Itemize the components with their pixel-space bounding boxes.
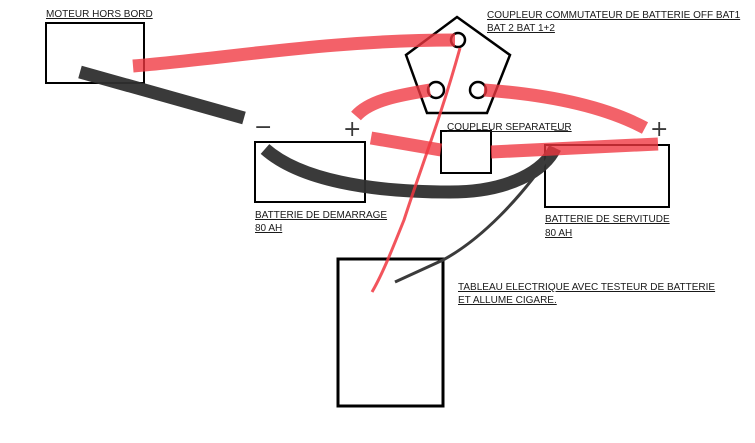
panel-label-line1: TABLEAU ELECTRIQUE AVEC TESTEUR DE BATTE… <box>458 282 715 293</box>
outboard-motor-box <box>45 22 145 84</box>
service-battery-label-line1: BATTERIE DE SERVITUDE <box>545 214 670 225</box>
panel-positive-wire <box>370 47 462 293</box>
separator-to-service-wire <box>490 137 659 159</box>
motor-positive-wire <box>132 33 456 73</box>
battery-switch-label-line1: COUPLEUR COMMUTATEUR DE BATTERIE OFF BAT… <box>487 10 741 21</box>
switch-to-start-positive-wire <box>351 83 432 121</box>
battery-switch-label-line2: BAT 2 BAT 1+2 <box>487 23 555 34</box>
electrical-panel-box <box>336 257 445 408</box>
panel-label-line2: ET ALLUME CIGARE. <box>458 295 557 306</box>
panel-negative-wire <box>394 147 557 284</box>
start-battery-negative-sign: − <box>254 115 272 140</box>
separator-box <box>440 130 492 174</box>
start-battery-positive-sign: + <box>343 117 361 142</box>
separator-label: COUPLEUR SEPARATEUR <box>447 122 572 133</box>
service-battery-label-line2: 80 AH <box>545 228 572 239</box>
service-battery-positive-sign: + <box>650 117 668 142</box>
start-battery-label-line2: 80 AH <box>255 223 282 234</box>
service-battery-negative-sign: − <box>552 119 570 144</box>
outboard-motor-label: MOTEUR HORS BORD <box>46 9 153 20</box>
battery-switch-pentagon <box>404 15 512 115</box>
negative-bridge-wire <box>260 144 561 199</box>
switch-to-service-positive-wire <box>483 83 649 134</box>
start-battery-label-line1: BATTERIE DE DEMARRAGE <box>255 210 387 221</box>
start-battery-box <box>254 141 366 203</box>
motor-negative-wire <box>78 65 246 125</box>
